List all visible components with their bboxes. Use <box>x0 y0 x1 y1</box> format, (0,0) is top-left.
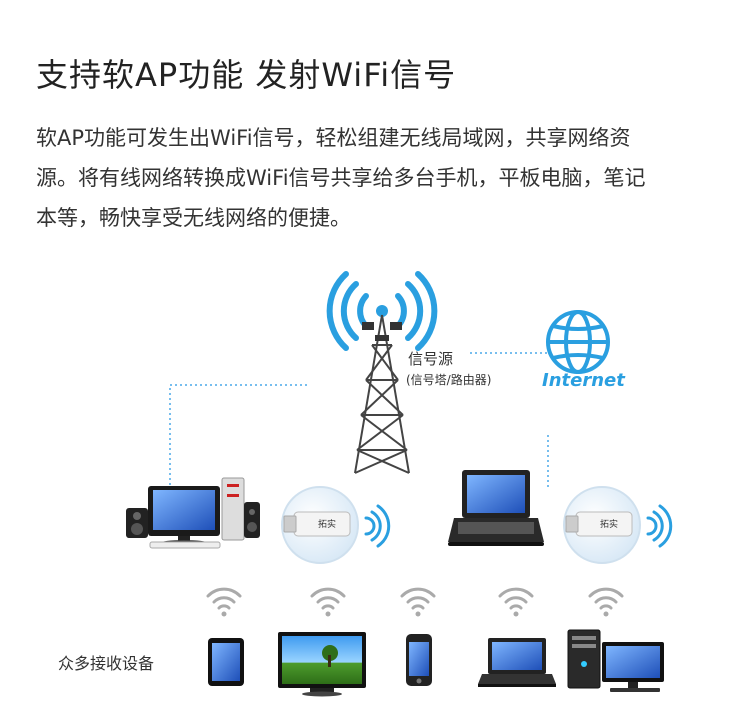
desktop-pc-icon <box>126 477 260 549</box>
wifi-signal-icon <box>400 587 436 617</box>
adapter-brand-label: 拓实 <box>600 520 619 530</box>
tower-pc-icon <box>567 629 664 692</box>
description-line: 软AP功能可发生出WiFi信号，轻松组建无线局域网，共享网络资 <box>36 126 631 150</box>
tv-icon <box>278 632 366 697</box>
diagram-graphics <box>126 271 673 697</box>
signal-tower-icon <box>326 271 438 474</box>
wifi-signal-icon <box>498 587 534 617</box>
description-line: 本等，畅快享受无线网络的便捷。 <box>36 206 351 230</box>
globe-icon <box>546 310 610 374</box>
network-diagram: 信号源 (信号塔/路由器) Internet 拓实 拓实 众多接收设备 <box>0 250 750 718</box>
signal-source-sublabel: (信号塔/路由器) <box>406 373 492 387</box>
adapter-brand-label: 拓实 <box>318 520 337 530</box>
description: 软AP功能可发生出WiFi信号，轻松组建无线局域网，共享网络资 源。将有线网络转… <box>36 118 716 238</box>
wifi-signal-icon <box>310 587 346 617</box>
laptop-icon <box>478 638 556 687</box>
connection-lines <box>169 352 549 487</box>
laptop-icon <box>448 470 544 546</box>
page-title: 支持软AP功能 发射WiFi信号 <box>36 56 457 94</box>
tablet-icon <box>208 638 244 686</box>
usb-wifi-adapter-icon <box>281 486 391 564</box>
signal-source-label: 信号源 <box>408 350 454 368</box>
description-line: 源。将有线网络转换成WiFi信号共享给多台手机，平板电脑，笔记 <box>36 166 646 190</box>
internet-label: Internet <box>542 370 625 391</box>
wifi-signal-icon <box>588 587 624 617</box>
phone-icon <box>406 634 432 686</box>
wifi-signal-icon <box>206 587 242 617</box>
receivers-label: 众多接收设备 <box>58 654 155 673</box>
usb-wifi-adapter-icon <box>563 486 673 564</box>
